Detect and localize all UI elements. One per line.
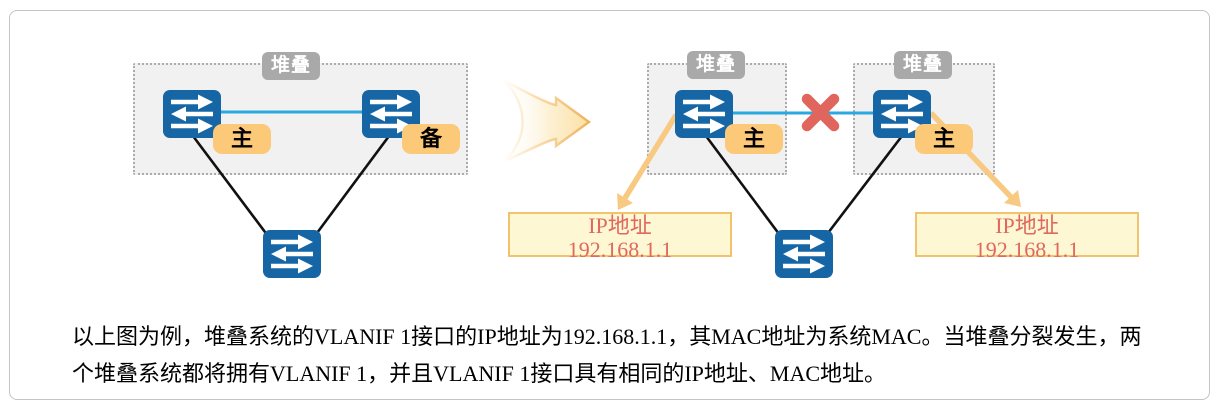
role-tag-master-split-left: 主 bbox=[725, 124, 783, 154]
switch-downstream-original-icon bbox=[263, 230, 321, 278]
downlink-a-c bbox=[188, 131, 270, 237]
role-tag-backup-original: 备 bbox=[402, 124, 460, 154]
caption-text: 以上图为例，堆叠系统的VLANIF 1接口的IP地址为192.168.1.1，其… bbox=[72, 324, 1142, 386]
ip-address-box-left: IP地址 192.168.1.1 bbox=[508, 212, 732, 262]
stack-tag-split-right: 堆叠 bbox=[894, 51, 952, 79]
ip-address-title: IP地址 bbox=[588, 213, 652, 238]
callout-arrow-left-head bbox=[617, 193, 633, 210]
stack-tag-split-left: 堆叠 bbox=[687, 51, 745, 79]
switch-downstream-split-icon bbox=[775, 230, 833, 278]
broken-link-x-icon bbox=[801, 93, 840, 132]
callout-arrow-left-shaft bbox=[622, 113, 679, 200]
ip-address-box-right: IP地址 192.168.1.1 bbox=[915, 212, 1139, 262]
role-tag-master-split-right: 主 bbox=[915, 124, 973, 154]
downlink-b-c bbox=[315, 131, 394, 234]
ip-address-value: 192.168.1.1 bbox=[567, 237, 673, 262]
downlink-e-f bbox=[826, 131, 907, 234]
stack-tag-original: 堆叠 bbox=[262, 52, 320, 80]
ip-address-value: 192.168.1.1 bbox=[974, 237, 1080, 262]
role-tag-master-original: 主 bbox=[213, 124, 271, 154]
callout-arrow-right-head bbox=[1004, 190, 1021, 207]
ip-address-title: IP地址 bbox=[995, 213, 1059, 238]
downlink-d-f bbox=[701, 131, 784, 239]
transition-arrow-icon bbox=[502, 78, 592, 164]
